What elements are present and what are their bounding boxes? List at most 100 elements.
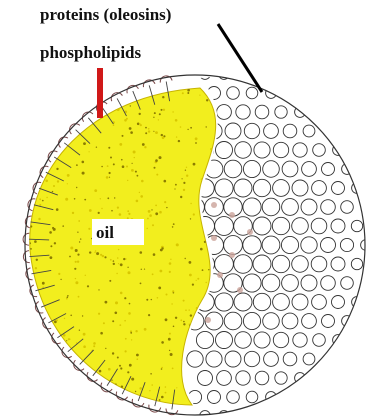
oil-droplet <box>225 404 227 406</box>
oil-droplet <box>98 289 99 290</box>
oil-droplet <box>115 312 118 315</box>
oleosin-protein <box>282 275 299 292</box>
oil-droplet <box>136 200 139 203</box>
oil-droplet <box>79 241 80 242</box>
oil-droplet <box>129 127 132 130</box>
oil-droplet <box>145 132 147 134</box>
oil-droplet <box>127 371 129 373</box>
oil-droplet <box>172 111 173 112</box>
oil-droplet <box>166 294 168 296</box>
oil-droplet <box>32 164 33 165</box>
oil-droplet <box>47 108 50 111</box>
oleosin-protein <box>253 293 270 310</box>
oil-droplet <box>98 212 100 214</box>
oleosin-protein <box>283 352 297 366</box>
oil-droplet <box>172 226 174 228</box>
oil-droplet <box>79 330 80 331</box>
oil-droplet <box>144 328 147 331</box>
oil-droplet <box>74 268 76 270</box>
oil-droplet <box>105 301 108 304</box>
oil-droplet <box>95 93 96 94</box>
oil-droplet <box>113 124 115 126</box>
oil-droplet <box>187 92 189 94</box>
oil-droplet <box>161 367 163 369</box>
oil-droplet <box>186 167 187 168</box>
oil-droplet <box>30 248 32 250</box>
oleosin-protein <box>341 277 354 290</box>
oil-droplet <box>42 103 44 105</box>
oil-droplet <box>190 218 191 219</box>
oleosin-protein <box>321 200 336 215</box>
oil-droplet <box>78 296 80 298</box>
oleosin-protein <box>282 161 298 177</box>
oil-droplet <box>165 392 167 394</box>
oil-droplet <box>175 119 178 122</box>
oil-droplet <box>133 151 136 154</box>
oil-droplet <box>176 387 177 388</box>
proteins-arrow <box>218 24 262 92</box>
oil-droplet <box>52 191 53 192</box>
oil-droplet <box>183 189 185 191</box>
oil-droplet <box>80 117 81 118</box>
oil-droplet <box>127 180 128 181</box>
oleosin-protein <box>217 371 232 386</box>
oil-droplet <box>173 223 175 225</box>
oil-droplet <box>153 117 154 118</box>
oil-droplet <box>114 197 115 198</box>
oil-droplet <box>120 367 122 369</box>
oil-droplet <box>74 198 76 200</box>
oil-droplet <box>60 365 62 367</box>
oleosin-protein <box>196 331 213 348</box>
oil-droplet <box>110 157 112 159</box>
oleosin-protein <box>273 142 288 157</box>
oil-droplet <box>175 317 177 319</box>
oil-droplet <box>197 278 199 280</box>
oil-droplet <box>154 167 156 169</box>
oil-droplet <box>129 364 132 367</box>
protein-gap <box>247 229 253 235</box>
oil-droplet <box>161 368 163 370</box>
oil-droplet <box>49 231 52 234</box>
oleosin-protein <box>234 293 252 311</box>
oil-droplet <box>83 345 86 348</box>
oil-droplet <box>126 166 128 168</box>
oil-droplet <box>37 339 40 342</box>
oleosin-protein <box>217 105 232 120</box>
oil-droplet <box>124 402 127 405</box>
oil-droplet <box>147 218 149 220</box>
oil-droplet <box>162 85 164 87</box>
oil-droplet <box>160 87 161 88</box>
oil-droplet <box>108 147 110 149</box>
oil-droplet <box>158 119 159 120</box>
oil-droplet <box>103 322 105 324</box>
oil-droplet <box>170 259 171 260</box>
oil-droplet <box>98 313 100 315</box>
oil-droplet <box>183 323 185 325</box>
oleosin-protein <box>262 198 280 216</box>
oil-droplet <box>67 397 69 399</box>
oil-droplet <box>54 384 56 386</box>
oil-droplet <box>163 85 165 87</box>
oil-droplet <box>227 388 229 390</box>
oil-droplet <box>135 171 137 173</box>
oil-droplet <box>127 217 129 219</box>
oleosin-protein <box>292 180 308 196</box>
oleosin-protein <box>301 275 317 291</box>
oil-droplet <box>128 312 131 315</box>
oleosin-protein <box>225 351 241 367</box>
oil-droplet <box>139 387 142 390</box>
oil-droplet <box>131 339 132 340</box>
oleosin-protein <box>243 236 261 254</box>
oil-droplet <box>34 354 36 356</box>
oil-droplet <box>32 341 34 343</box>
oil-droplet <box>200 248 203 251</box>
oil-droplet <box>88 228 90 230</box>
oil-droplet <box>43 137 44 138</box>
oil-droplet <box>53 358 56 361</box>
oil-droplet <box>113 88 115 90</box>
oil-droplet <box>75 391 77 393</box>
protein-gap <box>211 202 217 208</box>
oil-droplet <box>59 370 60 371</box>
oil-droplet <box>151 299 152 300</box>
oil-droplet <box>83 393 86 396</box>
